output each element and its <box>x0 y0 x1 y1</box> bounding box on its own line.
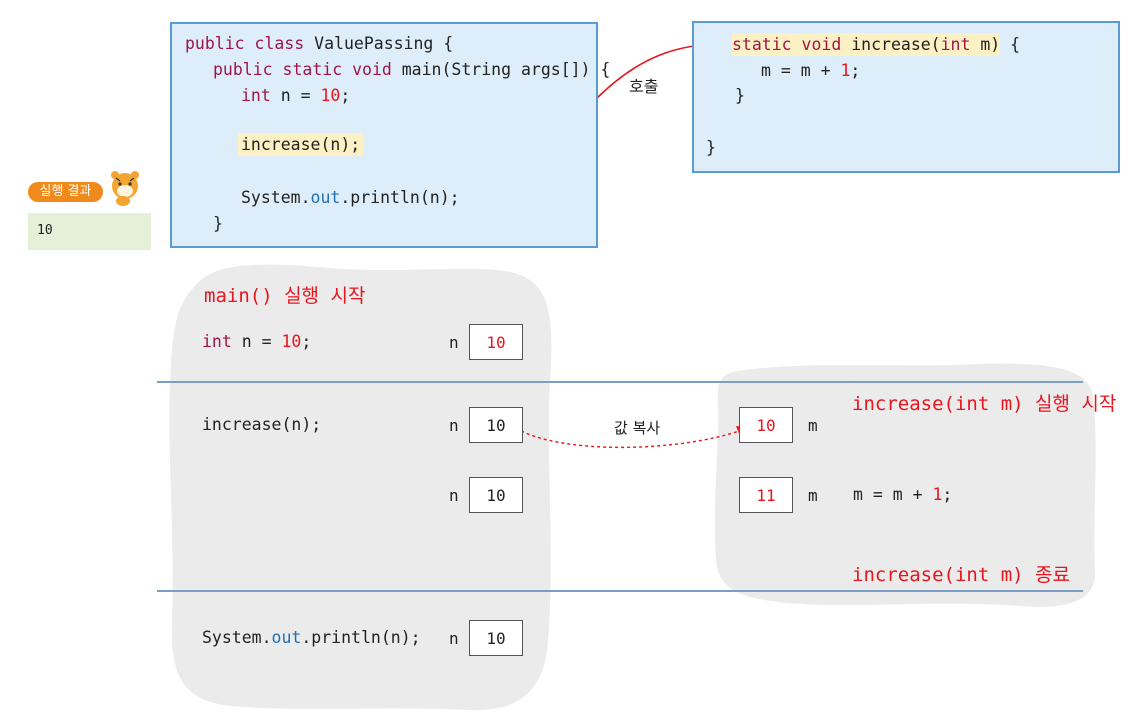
tiger-mascot-icon <box>111 171 139 206</box>
code-line-class: public class ValuePassing { <box>185 34 454 53</box>
code-line-increase-call: increase(n); <box>238 133 364 156</box>
increase-end-label: increase(int m) 종료 <box>852 564 1070 586</box>
code-line-int-n: int n = 10; <box>241 86 351 105</box>
code-line-close-main: } <box>213 214 223 233</box>
var-box-n-3: 10 <box>469 477 523 513</box>
result-output-panel: 10 <box>28 213 151 250</box>
trace-code-int-n: int n = 10; <box>202 332 312 351</box>
var-box-m-2: 11 <box>739 477 793 513</box>
divider-line-1 <box>157 381 1083 383</box>
trace-code-increase-call: increase(n); <box>202 415 322 434</box>
increase-code-box: static void increase(int m) { m = m + 1;… <box>692 21 1120 173</box>
var-box-m-1: 10 <box>739 407 793 443</box>
code-line-close-increase: } <box>735 86 745 105</box>
code-line-main: public static void main(String args[]) { <box>213 60 611 79</box>
main-code-box: public class ValuePassing { public stati… <box>170 22 610 248</box>
var-box-n-4: 10 <box>469 620 523 656</box>
call-label: 호출 <box>629 77 659 96</box>
code-line-println: System.out.println(n); <box>241 188 460 207</box>
increase-start-label: increase(int m) 실행 시작 <box>852 393 1117 415</box>
var-box-n-1: 10 <box>469 324 523 360</box>
trace-code-println: System.out.println(n); <box>202 628 421 647</box>
code-line-close-class: } <box>706 138 716 157</box>
increase-trace-blob <box>714 363 1096 607</box>
var-box-n-2: 10 <box>469 407 523 443</box>
var-label-n-2: n <box>449 416 459 435</box>
result-badge: 실행 결과 <box>28 182 103 202</box>
main-trace-blob <box>169 264 552 711</box>
var-label-m-2: m <box>808 486 818 505</box>
code-line-m-increment: m = m + 1; <box>761 61 861 80</box>
copy-arrow <box>515 427 743 449</box>
var-label-n-3: n <box>449 486 459 505</box>
divider-line-2 <box>157 590 1083 592</box>
var-label-n-1: n <box>449 333 459 352</box>
result-output-text: 10 <box>37 223 53 238</box>
trace-code-m-increment: m = m + 1; <box>853 485 953 504</box>
var-label-m-1: m <box>808 416 818 435</box>
value-copy-label: 값 복사 <box>614 419 661 437</box>
var-label-n-4: n <box>449 629 459 648</box>
main-start-label: main() 실행 시작 <box>204 285 366 307</box>
code-line-increase-sig: static void increase(int m) { <box>732 33 1021 56</box>
